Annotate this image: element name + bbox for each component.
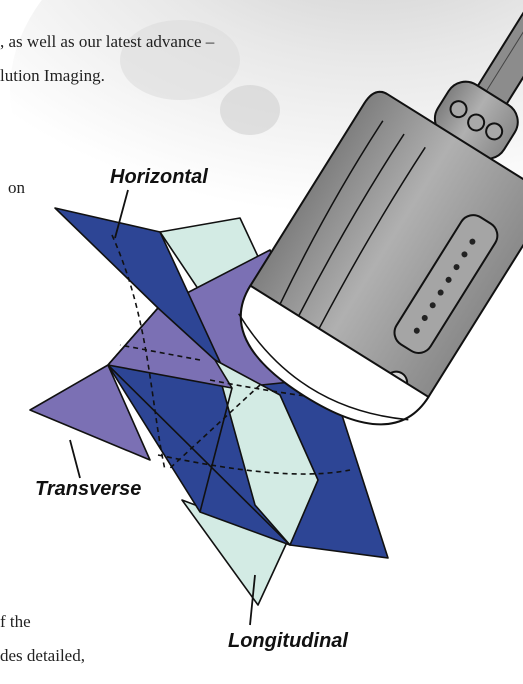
horizontal-label: Horizontal: [110, 166, 208, 188]
transverse-label: Transverse: [35, 478, 141, 500]
longitudinal-label: Longitudinal: [228, 630, 348, 652]
body-text-line-5: des detailed,: [0, 646, 85, 666]
body-text-line-4: f the: [0, 612, 31, 632]
body-text-line-2: lution Imaging.: [0, 66, 105, 86]
body-text-line-3: on: [8, 178, 25, 198]
body-text-line-1: , as well as our latest advance –: [0, 32, 214, 52]
